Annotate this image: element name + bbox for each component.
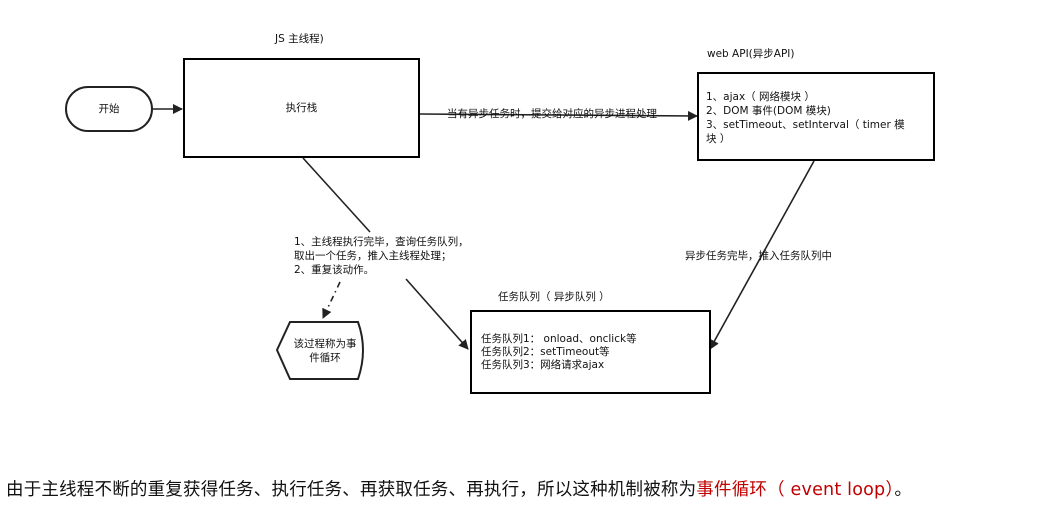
caption: 由于主线程不断的重复获得任务、执行任务、再获取任务、再执行，所以这种机制被称为事… bbox=[6, 478, 912, 502]
web-api-line: 3、setTimeout、setInterval（ timer 模 bbox=[706, 119, 905, 131]
call-stack-box: 执行栈 bbox=[183, 58, 420, 158]
web-api-line: 块 ） bbox=[706, 133, 731, 145]
web-api-title: web API(异步API) bbox=[707, 48, 795, 60]
caption-text: 由于主线程不断的重复获得任务、执行任务、再获取任务、再执行，所以这种机制被称为 bbox=[6, 480, 697, 500]
loop-note-line: 取出一个任务，推入主线程处理； bbox=[294, 250, 452, 262]
loop-note-line: 1、主线程执行完毕，查询任务队列， bbox=[294, 236, 469, 248]
arrow-dashed-to-event-loop bbox=[322, 281, 341, 319]
web-api-line: 1、ajax（ 网络模块 ） bbox=[706, 91, 815, 103]
edge-label-stack-to-webapi: 当有异步任务时，提交给对应的异步进程处理 bbox=[447, 108, 657, 120]
event-loop-display-shape bbox=[275, 321, 364, 380]
caption-end: 。 bbox=[894, 480, 913, 500]
event-loop-label-line: 该过程称为事 bbox=[293, 338, 357, 350]
task-queue-line: 任务队列3：网络请求ajax bbox=[481, 359, 605, 371]
arrow-webapi-to-queue bbox=[709, 160, 815, 350]
caption-highlight: 事件循环（ event loop） bbox=[696, 480, 895, 500]
web-api-line: 2、DOM 事件(DOM 模块) bbox=[706, 105, 831, 117]
call-stack-label: 执行栈 bbox=[285, 101, 318, 114]
arrow-stack-to-queue-lower bbox=[405, 278, 469, 350]
task-queue-title: 任务队列（ 异步队列 ） bbox=[498, 291, 610, 303]
web-api-box: 1、ajax（ 网络模块 ） 2、DOM 事件(DOM 模块) 3、setTim… bbox=[697, 72, 935, 161]
task-queue-line: 任务队列1： onload、onclick等 bbox=[481, 333, 637, 345]
start-label: 开始 bbox=[98, 102, 120, 115]
loop-note-line: 2、重复该动作。 bbox=[294, 264, 375, 276]
event-loop-label-line: 件循环 bbox=[309, 352, 341, 364]
arrow-stack-to-queue-upper bbox=[302, 157, 371, 233]
task-queue-box: 任务队列1： onload、onclick等 任务队列2：setTimeout等… bbox=[470, 310, 711, 394]
edge-label-webapi-to-queue: 异步任务完毕，推入任务队列中 bbox=[685, 250, 832, 262]
task-queue-line: 任务队列2：setTimeout等 bbox=[481, 346, 610, 358]
arrow-stack-to-webapi bbox=[419, 110, 698, 121]
main-thread-title: JS 主线程) bbox=[275, 33, 324, 45]
